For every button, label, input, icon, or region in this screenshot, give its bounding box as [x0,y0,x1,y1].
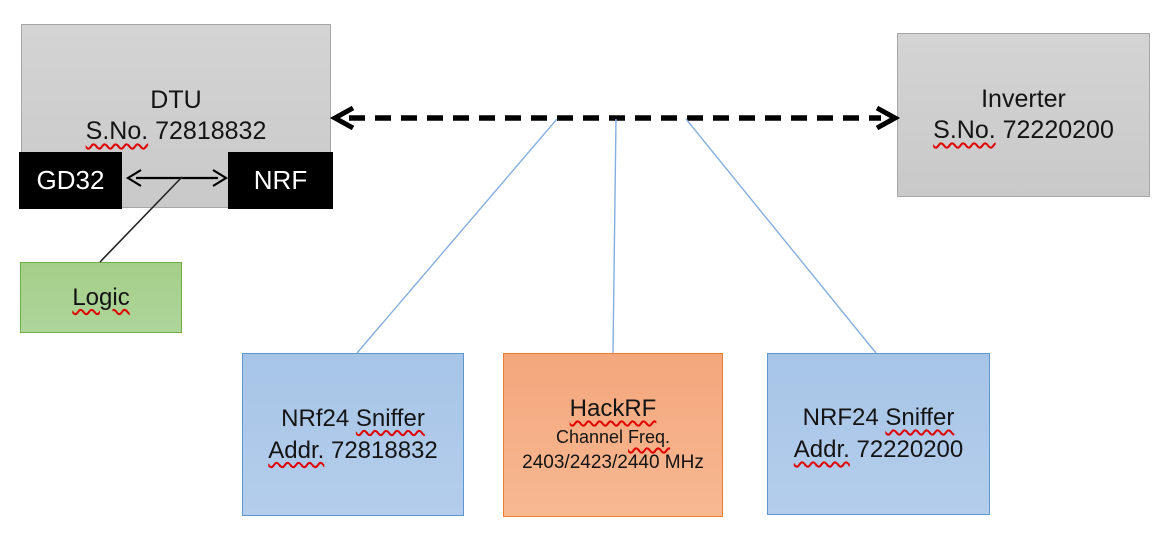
hackrf-subtitle: Channel Freq. [556,424,670,450]
sniffer-left-addr-number: 72818832 [330,436,438,464]
sniffer-right-addr-number: 72220200 [856,436,964,463]
sniffer-left-addr: Addr. 72818832 [268,435,438,467]
inverter-serial: S.No. 72220200 [933,115,1114,146]
hackrf-subtitle-word1: Channel [555,427,624,447]
sniffer-right-title: NRF24 Sniffer [803,402,955,434]
tap-line-center [612,118,617,354]
nrf-label: NRF [253,165,308,195]
dtu-serial: S.No. 72818832 [86,116,267,147]
inverter-title: Inverter [981,85,1066,113]
sniffer-left-title-word1: NRf24 [281,404,350,432]
sniffer-left-box: NRf24 Sniffer Addr. 72818832 [242,353,464,516]
logic-label: Logic [72,283,130,311]
sniffer-right-addr: Addr. 72220200 [794,434,964,466]
dtu-serial-number: 72818832 [155,117,267,145]
tap-line-right [685,118,877,354]
gd32-chip-box: GD32 [19,152,122,209]
sniffer-right-box: NRF24 Sniffer Addr. 72220200 [767,353,990,515]
gd32-label: GD32 [36,165,105,195]
dtu-serial-prefix: S.No. [85,117,149,145]
hackrf-box: HackRF Channel Freq. 2403/2423/2440 MHz [503,353,723,517]
tap-line-left [356,118,558,354]
hackrf-frequencies: 2403/2423/2440 MHz [522,452,704,473]
sniffer-right-title-word1: NRF24 [802,404,879,431]
dtu-title: DTU [150,86,202,114]
rf-link-arrowhead-right [875,105,901,131]
inverter-serial-prefix: S.No. [933,116,996,144]
inverter-box: Inverter S.No. 72220200 [897,33,1150,197]
sniffer-right-title-word2: Sniffer [885,404,955,431]
hackrf-title: HackRF [569,395,657,422]
logic-box: Logic [20,262,182,333]
rf-link-arrowhead-left [329,105,355,131]
inverter-serial-number: 72220200 [1002,116,1114,144]
sniffer-left-addr-prefix: Addr. [268,436,325,464]
nrf-chip-box: NRF [228,152,333,209]
sniffer-right-addr-prefix: Addr. [793,436,850,463]
hackrf-subtitle-word2: Freq. [628,427,671,447]
sniffer-left-title-word2: Sniffer [355,404,425,432]
sniffer-left-title: NRf24 Sniffer [281,403,425,435]
